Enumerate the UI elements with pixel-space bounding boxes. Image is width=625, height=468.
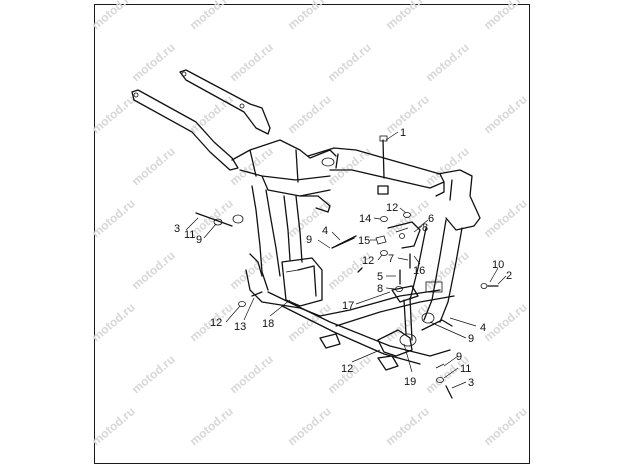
watermark-text: motod.ru (285, 404, 334, 448)
callout-8-lower: 8 (377, 283, 383, 295)
callout-12-mid: 12 (362, 255, 374, 267)
callout-2: 2 (506, 270, 512, 282)
callout-5: 5 (377, 271, 383, 283)
callout-15: 15 (358, 235, 370, 247)
callout-10: 10 (492, 259, 504, 271)
callout-3-right: 3 (468, 377, 474, 389)
watermark-text: motod.ru (227, 352, 276, 396)
callout-9-left: 9 (196, 234, 202, 246)
watermark-text: motod.ru (89, 92, 138, 136)
watermark-text: motod.ru (383, 92, 432, 136)
watermark-text: motod.ru (89, 404, 138, 448)
callout-9-upper: 9 (306, 234, 312, 246)
watermark-text: motod.ru (129, 144, 178, 188)
watermark-text: motod.ru (89, 300, 138, 344)
callout-11-right: 11 (460, 363, 471, 375)
callout-3-left: 3 (174, 223, 180, 235)
callout-12-bottom: 12 (341, 363, 353, 375)
watermark-text: motod.ru (89, 0, 138, 32)
watermark-text: motod.ru (129, 248, 178, 292)
watermark-text: motod.ru (423, 144, 472, 188)
callout-8-upper: 8 (422, 222, 428, 234)
watermark-text: motod.ru (187, 0, 236, 32)
watermark-text: motod.ru (129, 40, 178, 84)
watermark-text: motod.ru (187, 404, 236, 448)
watermark-text: motod.ru (325, 40, 374, 84)
watermark-text: motod.ru (481, 196, 530, 240)
callout-labels: 1 2 3 3 4 4 5 6 7 8 8 9 9 9 9 10 11 11 1… (174, 127, 512, 389)
callout-1: 1 (400, 127, 406, 139)
callout-17: 17 (342, 300, 354, 312)
leader-lines (185, 131, 507, 389)
watermark-text: motod.ru (481, 92, 530, 136)
motorcycle-frame-drawing (131, 69, 481, 371)
watermark-text: motod.ru (423, 40, 472, 84)
watermark-text: motod.ru (383, 0, 432, 32)
callout-4-upper: 4 (322, 225, 328, 237)
watermark-text: motod.ru (325, 144, 374, 188)
callout-7: 7 (388, 253, 394, 265)
watermark-text: motod.ru (187, 92, 236, 136)
hardware-parts (195, 135, 499, 399)
watermark-text: motod.ru (481, 0, 530, 32)
callout-14: 14 (359, 213, 371, 225)
callout-18: 18 (262, 318, 274, 330)
watermark-text: motod.ru (227, 144, 276, 188)
watermark-text: motod.ru (481, 300, 530, 344)
callout-4-lower: 4 (480, 322, 486, 334)
callout-12-left: 12 (210, 317, 222, 329)
callout-11-left: 11 (184, 229, 195, 241)
callout-16: 16 (413, 265, 425, 277)
watermark-text: motod.ru (285, 0, 334, 32)
callout-13: 13 (234, 321, 246, 333)
watermark-text: motod.ru (227, 40, 276, 84)
callout-19: 19 (404, 376, 416, 388)
callout-12-top: 12 (386, 202, 398, 214)
callout-9-bottom: 9 (456, 351, 462, 363)
watermark-text: motod.ru (89, 196, 138, 240)
watermark-text: motod.ru (285, 92, 334, 136)
watermark-text: motod.ru (129, 352, 178, 396)
callout-6: 6 (428, 213, 434, 225)
diagram-border (94, 4, 530, 464)
watermark-text: motod.ru (383, 404, 432, 448)
watermark-text: motod.ru (481, 404, 530, 448)
watermark-text: motod.ru (423, 248, 472, 292)
callout-9-right: 9 (468, 333, 474, 345)
